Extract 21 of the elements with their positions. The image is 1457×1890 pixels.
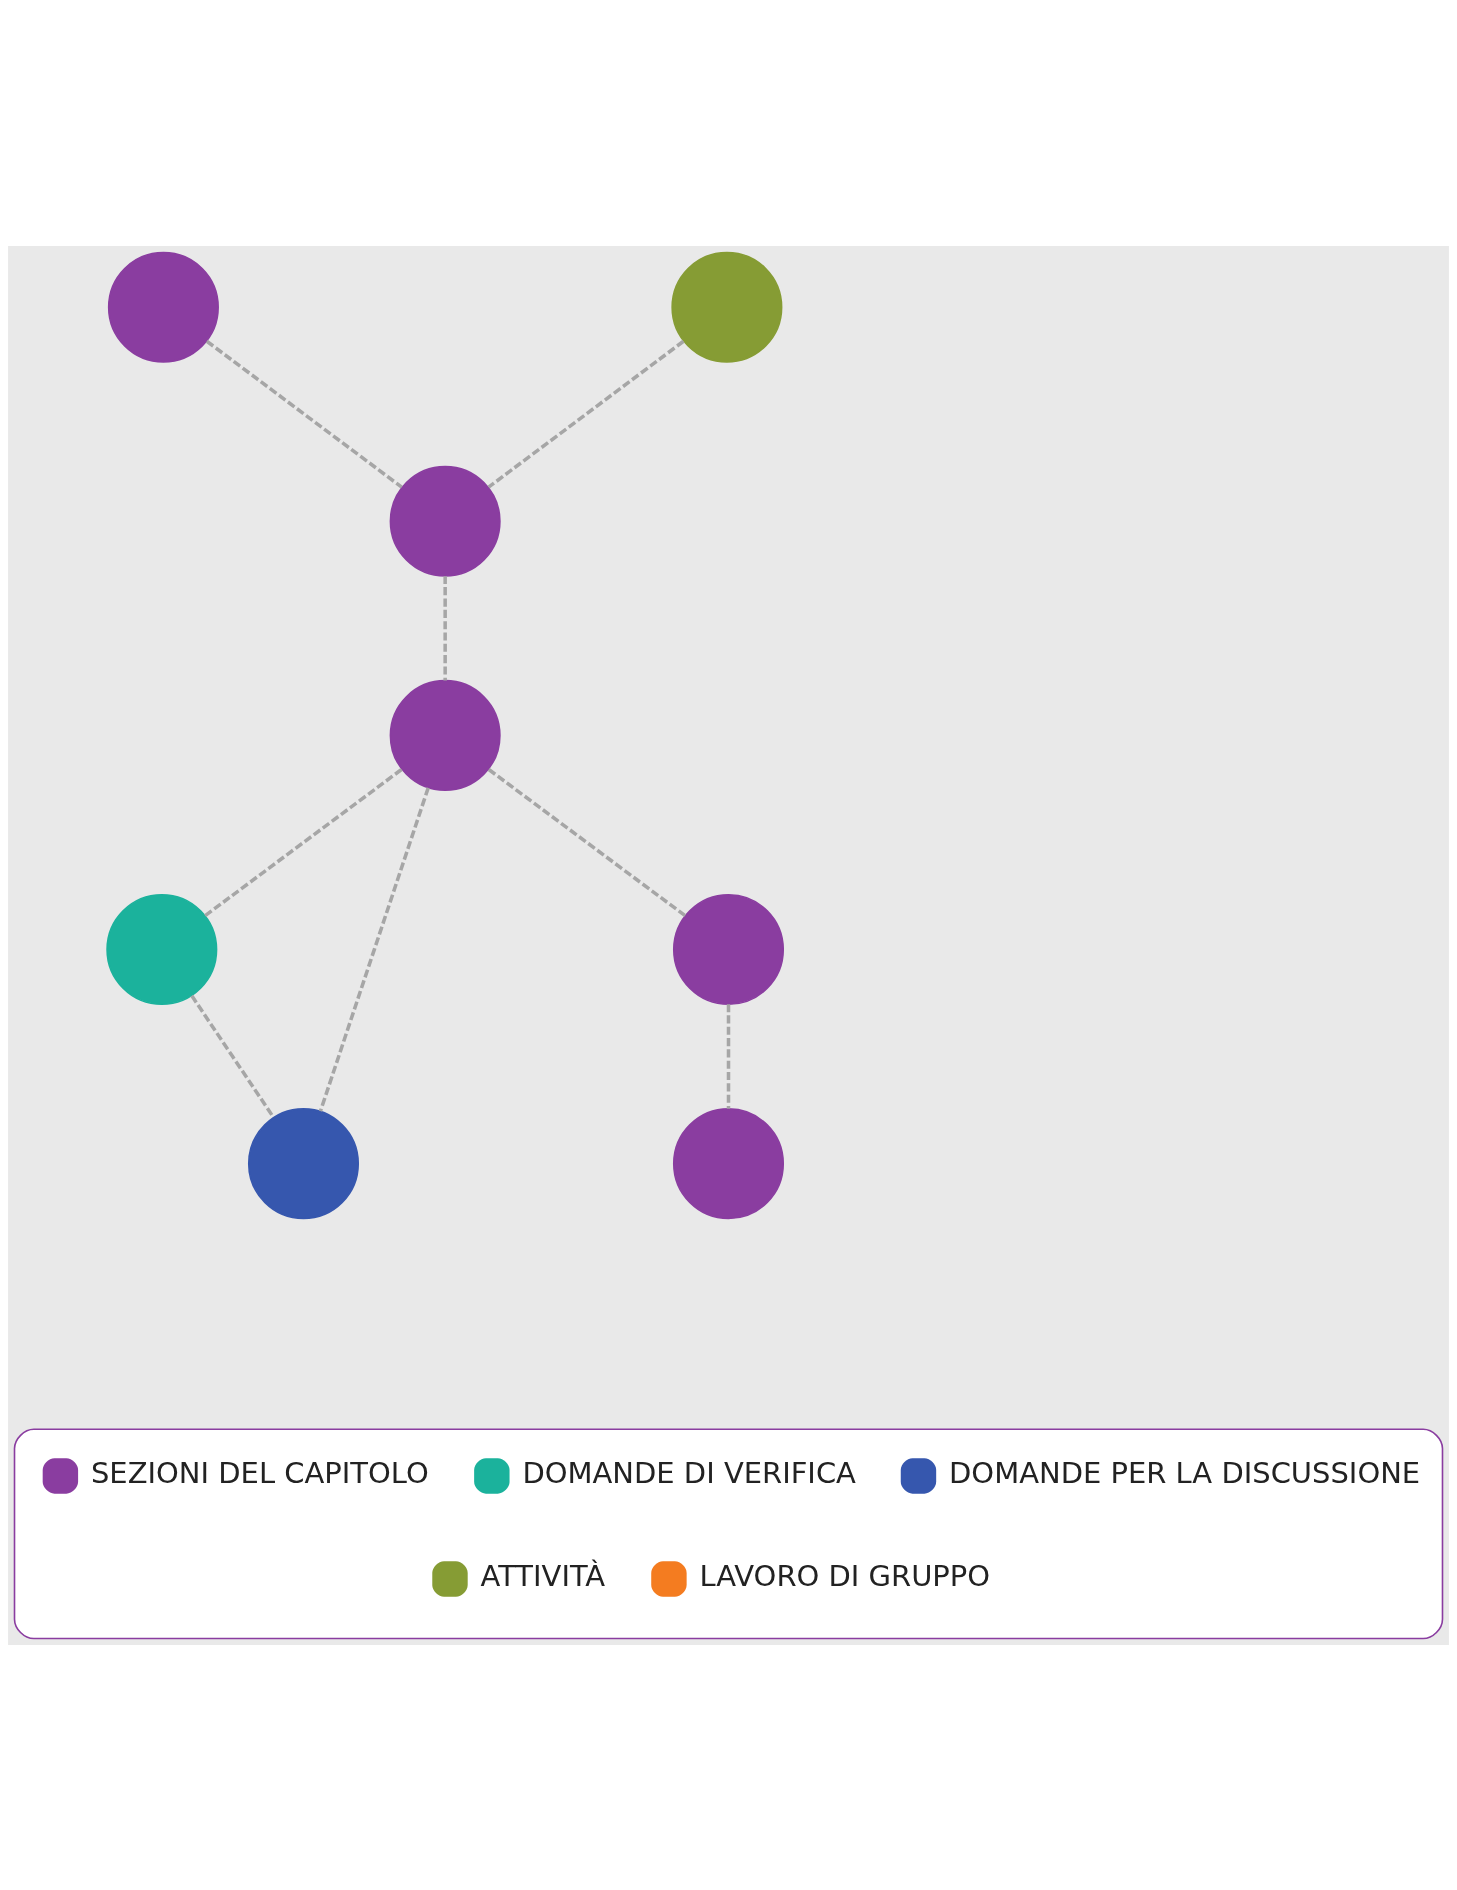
node-circle (389, 465, 501, 577)
node-circle (106, 893, 218, 1005)
legend-label: LAVORO DI GRUPPO (699, 1558, 991, 1593)
legend-label: ATTIVITÀ (480, 1558, 606, 1593)
node-circle (247, 1107, 360, 1219)
node-circle (672, 1107, 785, 1219)
connector (726, 1003, 731, 1109)
connector (190, 994, 275, 1118)
connector (487, 767, 687, 917)
node-circle (389, 679, 501, 791)
legend-label: DOMANDE DI VERIFICA (522, 1455, 856, 1490)
connector (487, 339, 685, 489)
legend-label: DOMANDE PER LA DISCUSSIONE (949, 1455, 1421, 1490)
connector (318, 786, 430, 1112)
connector (443, 575, 447, 681)
connector (204, 767, 403, 917)
node-circle (672, 893, 785, 1005)
legend-label: SEZIONI DEL CAPITOLO (90, 1455, 429, 1490)
node-circle (107, 251, 219, 363)
node-circle (671, 251, 783, 363)
connector (205, 339, 403, 489)
